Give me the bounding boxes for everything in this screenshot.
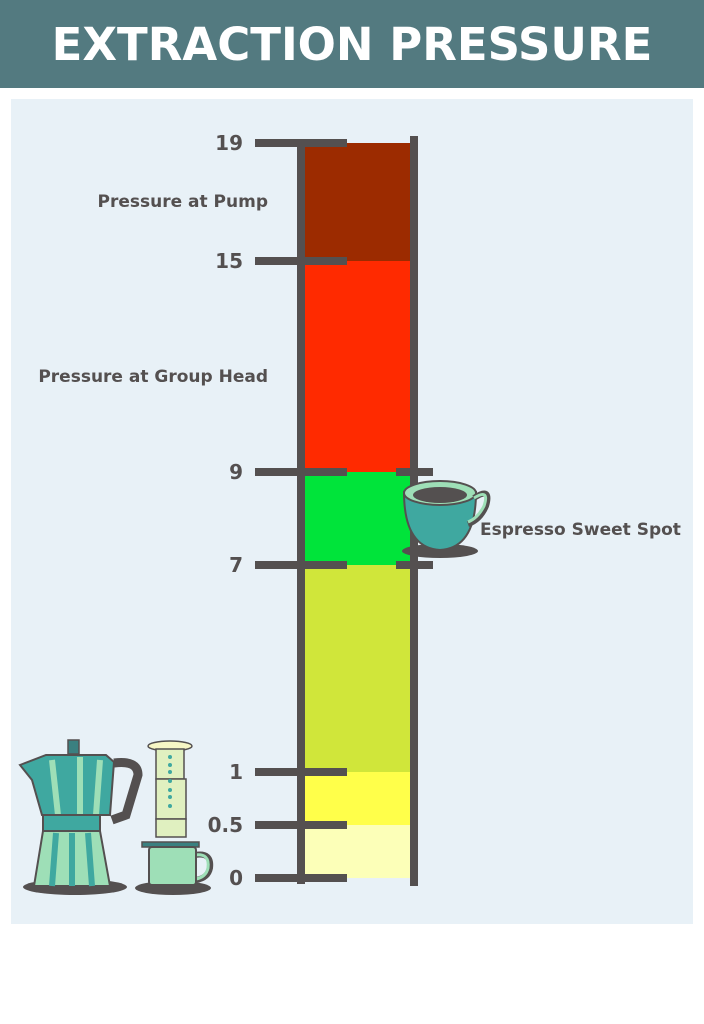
tick-label: 9 xyxy=(229,460,243,484)
tick-label: 0.5 xyxy=(208,813,243,837)
tick-label: 15 xyxy=(215,249,243,273)
espresso-cup-icon xyxy=(402,480,491,558)
tick-label: 7 xyxy=(229,553,243,577)
tick-label: 19 xyxy=(215,131,243,155)
annotation-label: Pressure at Group Head xyxy=(38,367,268,387)
pressure-segment-1-7 xyxy=(305,565,410,772)
page-title: EXTRACTION PRESSURE xyxy=(51,17,653,71)
pressure-segment-7-9 xyxy=(305,472,410,565)
tick-mark xyxy=(255,768,347,776)
moka-pot-icon xyxy=(18,739,143,895)
tick-mark xyxy=(255,561,347,569)
tick-label: 1 xyxy=(229,760,243,784)
tick-mark xyxy=(255,874,347,882)
aeropress-icon xyxy=(135,740,214,895)
annotation-label: Pressure at Pump xyxy=(97,192,268,212)
tick-mark xyxy=(255,257,347,265)
pressure-segment-0-0.5 xyxy=(305,825,410,878)
tick-mark xyxy=(255,468,347,476)
pressure-segment-9-15 xyxy=(305,261,410,472)
tick-mark xyxy=(255,821,347,829)
title-banner: EXTRACTION PRESSURE xyxy=(0,0,704,88)
left-axis-line xyxy=(297,140,305,884)
tick-mark xyxy=(255,139,347,147)
pressure-segment-15-19 xyxy=(305,143,410,261)
tick-label: 0 xyxy=(229,866,243,890)
annotation-label: Espresso Sweet Spot xyxy=(480,520,681,540)
tick-mark-right xyxy=(396,561,433,569)
pressure-segment-0.5-1 xyxy=(305,772,410,825)
tick-mark-right xyxy=(396,468,433,476)
